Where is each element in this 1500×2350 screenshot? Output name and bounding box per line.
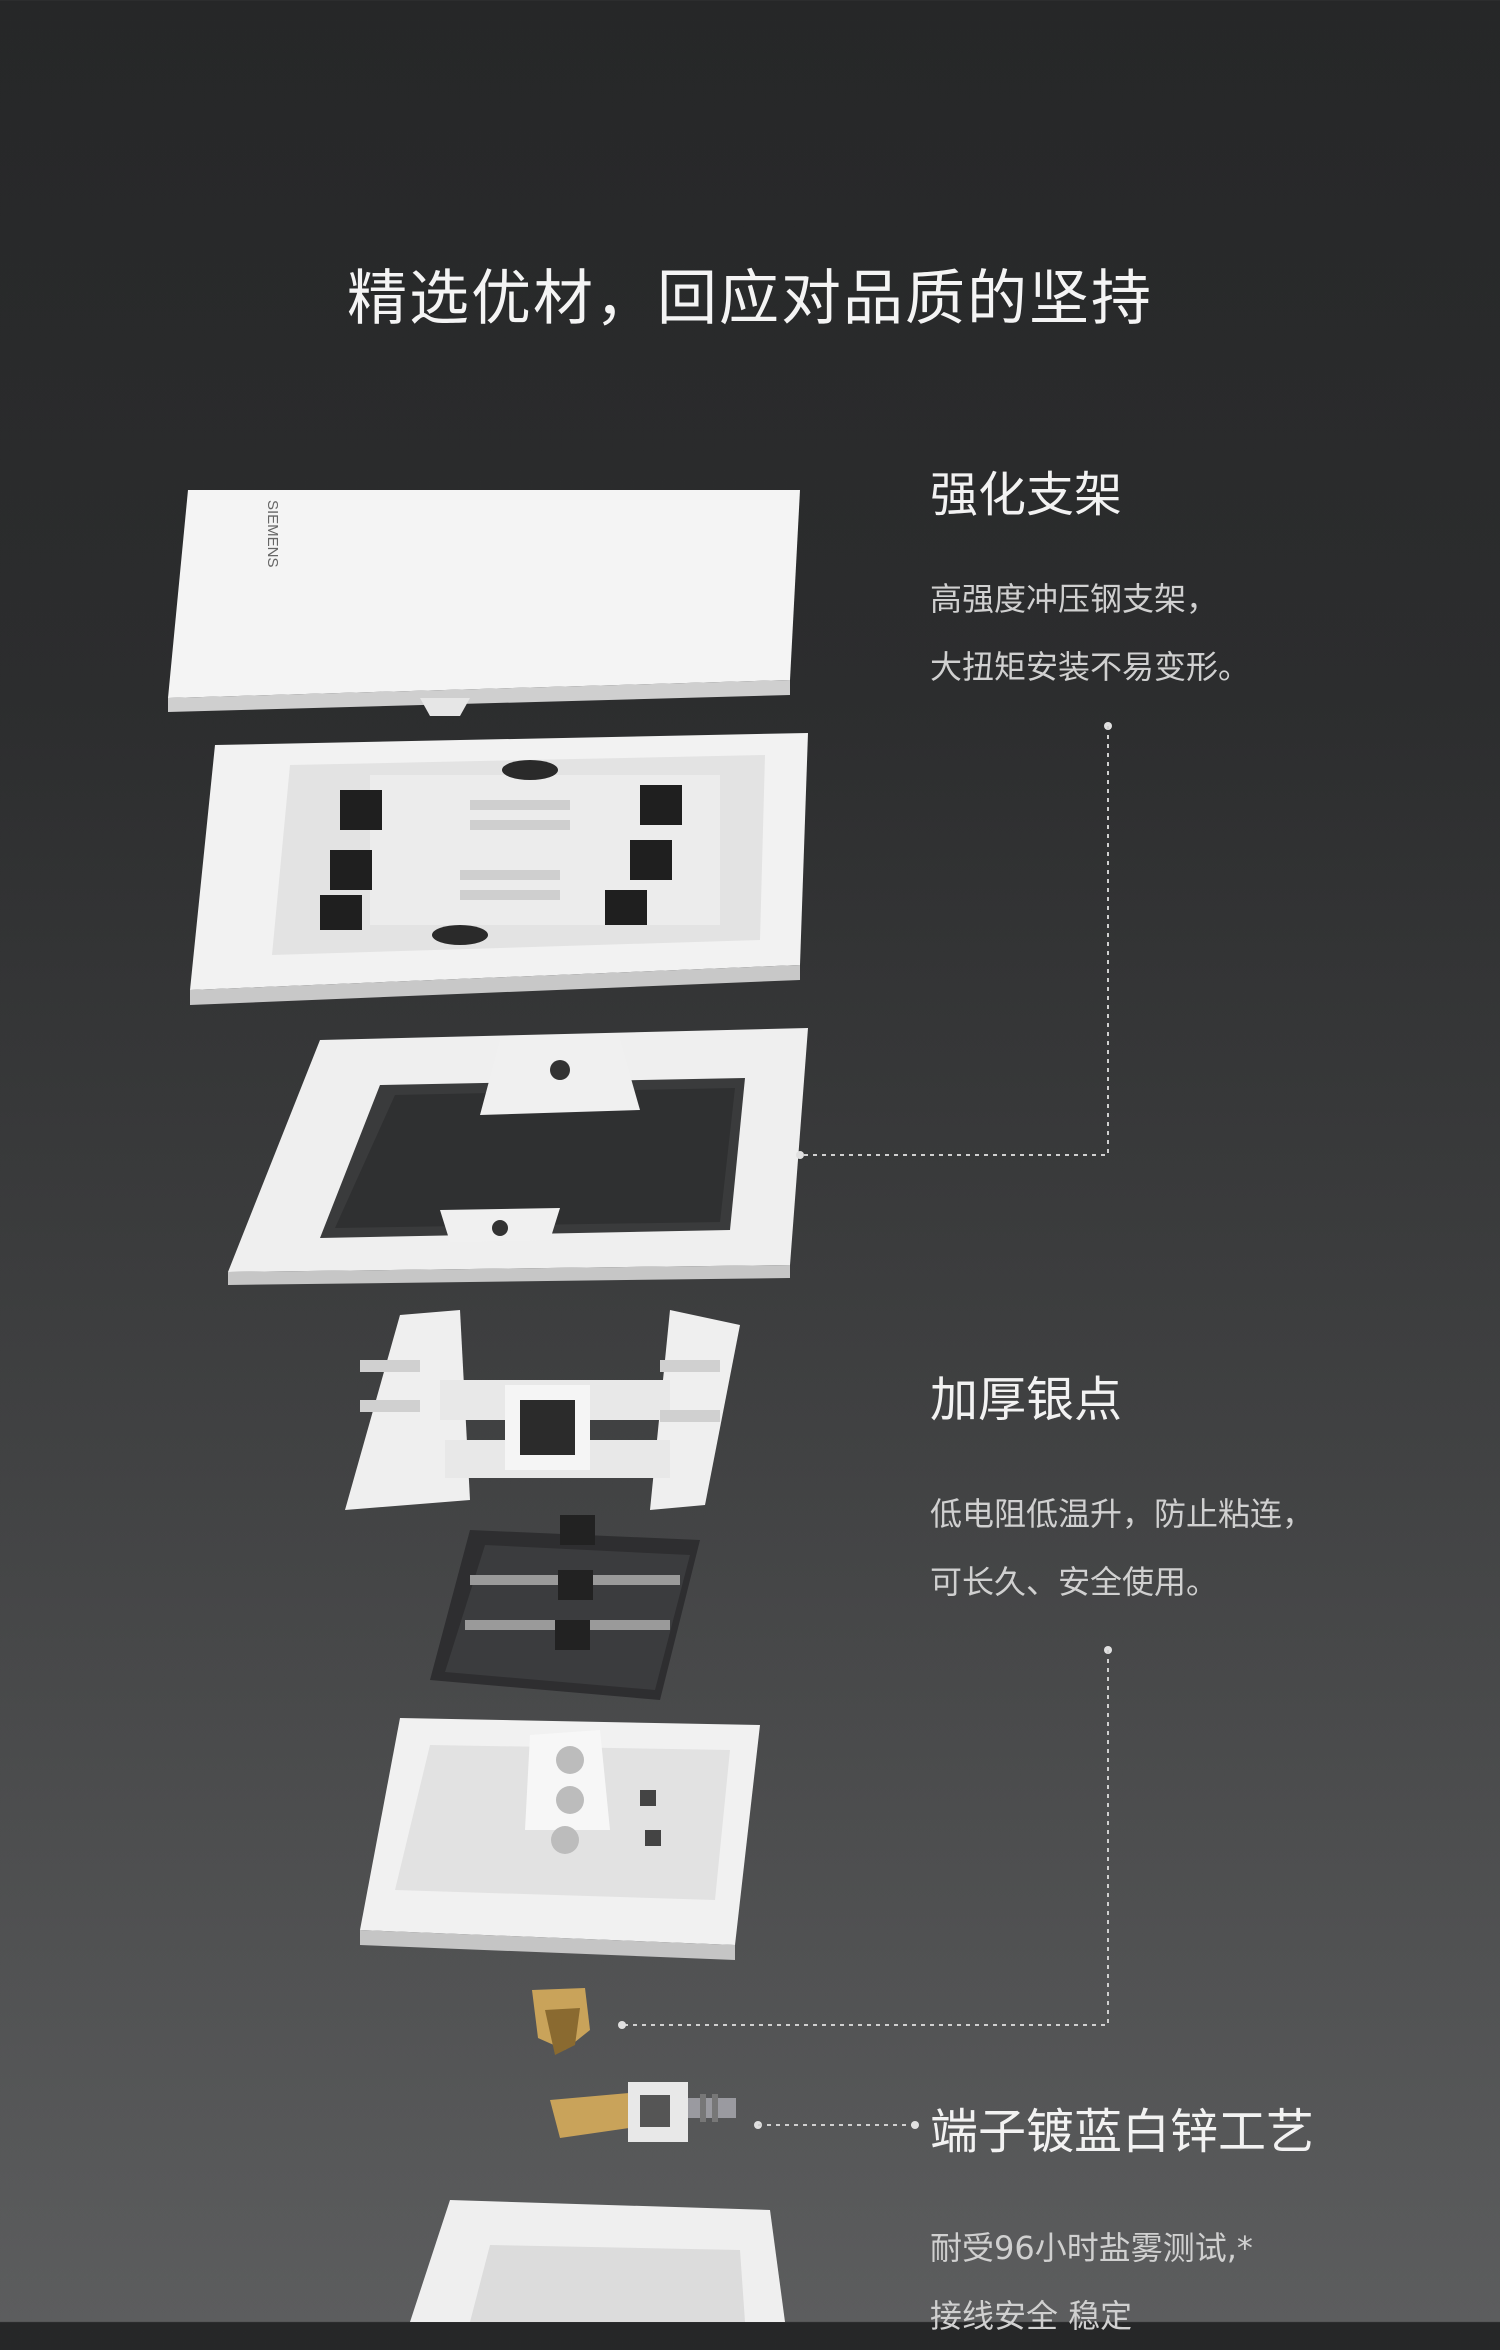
bottom-housing [410,2200,785,2322]
zinc-plated-terminal [550,2082,736,2142]
page-title: 精选优材，回应对品质的坚持 [347,264,1153,334]
feature-title-terminal: 端子镀蓝白锌工艺 [930,2104,1315,2160]
silver-contact-rocker [430,1515,700,1700]
silver-contact-point [532,1988,590,2055]
contact-carrier [345,1310,740,1510]
feature-desc-bracket-line2: 大扭矩安装不易变形。 [930,648,1251,686]
mounting-frame [190,733,808,1005]
feature-desc-bracket-line1: 高强度冲压钢支架， [930,580,1219,618]
feature-desc-terminal-line2: 接线安全 稳定 [930,2297,1133,2335]
steel-bracket [228,1028,808,1285]
base-housing [360,1718,760,1960]
cover-plate: SIEMENS [168,490,800,716]
feature-desc-silver-contact-line1: 低电阻低温升，防止粘连， [930,1495,1315,1533]
feature-desc-silver-contact-line2: 可长久、安全使用。 [930,1563,1219,1601]
feature-title-bracket: 强化支架 [930,467,1123,523]
brand-logo: SIEMENS [264,500,281,568]
feature-title-silver-contact: 加厚银点 [930,1372,1123,1428]
feature-desc-terminal-line1: 耐受96小时盐雾测试,* [930,2229,1253,2267]
